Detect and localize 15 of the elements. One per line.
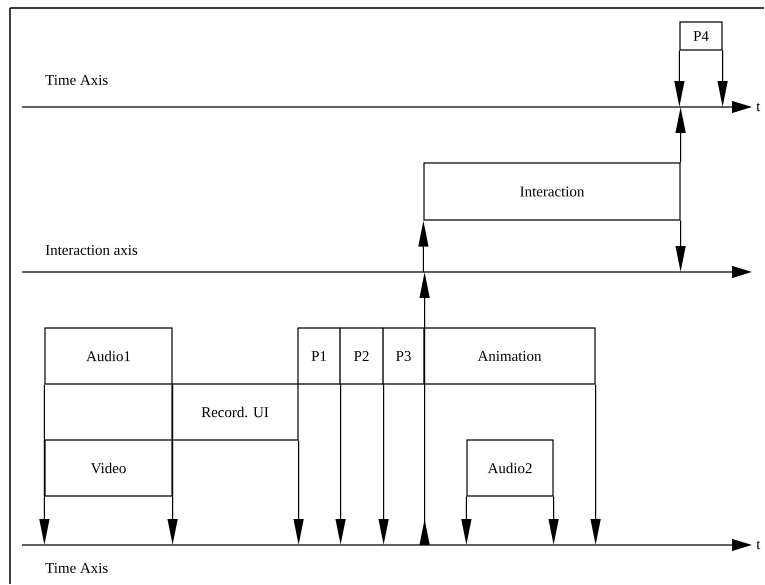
time-box: P2 <box>339 327 384 385</box>
time-box: Audio2 <box>466 439 554 497</box>
axis-label: Time Axis <box>45 74 108 85</box>
time-box: Record. UI <box>171 383 299 441</box>
time-box: Video <box>44 439 173 497</box>
axis-label: Time Axis <box>45 562 108 573</box>
axis-unit: t <box>756 540 760 550</box>
axis-unit: t <box>756 102 760 112</box>
time-box: P1 <box>297 327 341 385</box>
time-box: Animation <box>423 327 596 385</box>
time-box: P4 <box>679 21 723 51</box>
axis-label: Interaction axis <box>46 244 138 255</box>
time-box: Audio1 <box>44 327 173 385</box>
time-box: P3 <box>382 327 425 385</box>
time-box: Interaction <box>423 162 681 221</box>
